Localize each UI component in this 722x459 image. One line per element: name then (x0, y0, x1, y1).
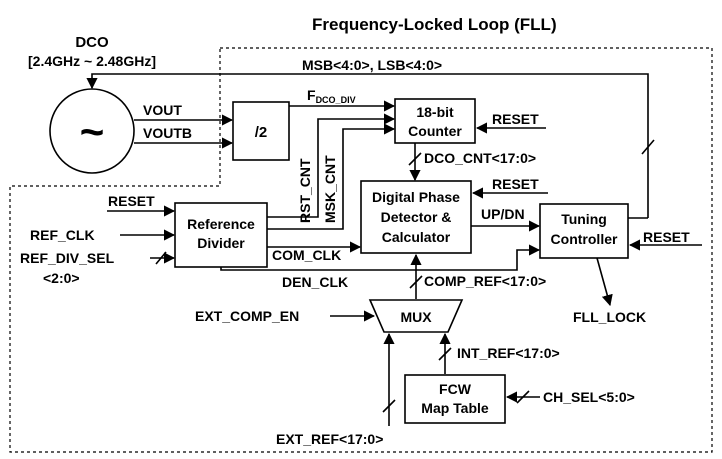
ref-div-sel-label: REF_DIV_SEL (20, 250, 115, 266)
pd-reset-label: RESET (492, 176, 539, 192)
tuning-reset-label: RESET (643, 229, 690, 245)
msk-cnt-wire (342, 123, 396, 200)
up-dn-label: UP/DN (481, 206, 525, 222)
reference-divider-block (174, 202, 268, 268)
mux-block (368, 299, 464, 333)
msb-lsb-bus-slash (641, 139, 655, 155)
refdiv-msk-link (267, 200, 344, 230)
msb-lsb-label: MSB<4:0>, LSB<4:0> (302, 57, 442, 73)
den-clk-label: DEN_CLK (282, 274, 348, 290)
ext-ref-label: EXT_REF<17:0> (276, 431, 383, 447)
phase-detector-label-line1: Digital Phase (372, 189, 460, 205)
fdco-div-label: FDCO_DIV (307, 87, 356, 105)
comp-ref-slash (409, 275, 423, 289)
int-ref-label: INT_REF<17:0> (457, 345, 560, 361)
fll-boundary (9, 47, 713, 453)
fcw-map-table-block (404, 374, 506, 424)
fcw-label-line1: FCW (439, 381, 472, 397)
counter-reset-label: RESET (492, 111, 539, 127)
reference-divider-label-line2: Divider (197, 235, 245, 251)
rst-cnt-label: RST_CNT (297, 158, 313, 223)
com-clk-label: COM_CLK (272, 247, 341, 263)
tuning-controller-label-line1: Tuning (561, 211, 607, 227)
phase-detector-block (360, 180, 472, 254)
rst-cnt-wire (317, 113, 396, 200)
refdiv-reset-label: RESET (108, 193, 155, 209)
reference-divider-label-line1: Reference (187, 216, 255, 232)
vout-label: VOUT (143, 102, 182, 118)
tuning-controller-block (539, 203, 629, 259)
fcw-label-line2: Map Table (421, 400, 489, 416)
counter-label-line2: Counter (408, 123, 462, 139)
comp-ref-label: COMP_REF<17:0> (424, 273, 546, 289)
voutb-label: VOUTB (143, 125, 192, 141)
ch-sel-slash (516, 390, 530, 404)
msk-cnt-label: MSK_CNT (322, 155, 338, 223)
fll-lock-wire (596, 257, 613, 307)
ch-sel-label: CH_SEL<5:0> (543, 389, 635, 405)
oscillator-symbol-icon: ~ (80, 108, 105, 155)
den-clk-wire (220, 244, 541, 271)
refdiv-rst-link (267, 200, 319, 218)
mux-label: MUX (400, 309, 432, 325)
ref-div-sel-slash (155, 251, 167, 265)
divide-by-2-block (232, 101, 290, 161)
dco-label: DCO (75, 34, 109, 51)
counter-block (394, 98, 476, 144)
phase-detector-label-line2: Detector & (381, 209, 452, 225)
ext-comp-en-label: EXT_COMP_EN (195, 308, 299, 324)
ref-div-sel-bits: <2:0> (43, 270, 80, 286)
diagram-title: Frequency-Locked Loop (FLL) (312, 15, 557, 34)
ref-clk-label: REF_CLK (30, 227, 95, 243)
dco-cnt-label: DCO_CNT<17:0> (424, 150, 536, 166)
tuning-controller-label-line2: Controller (551, 231, 618, 247)
divide-by-2-label: /2 (255, 124, 268, 141)
fll-lock-label: FLL_LOCK (573, 309, 646, 325)
dco-cnt-slash (408, 152, 422, 166)
ext-ref-slash (382, 399, 396, 413)
dco-range: [2.4GHz ~ 2.48GHz] (28, 53, 156, 69)
phase-detector-label-line3: Calculator (382, 229, 451, 245)
counter-label-line1: 18-bit (416, 104, 454, 120)
int-ref-slash (438, 347, 452, 361)
